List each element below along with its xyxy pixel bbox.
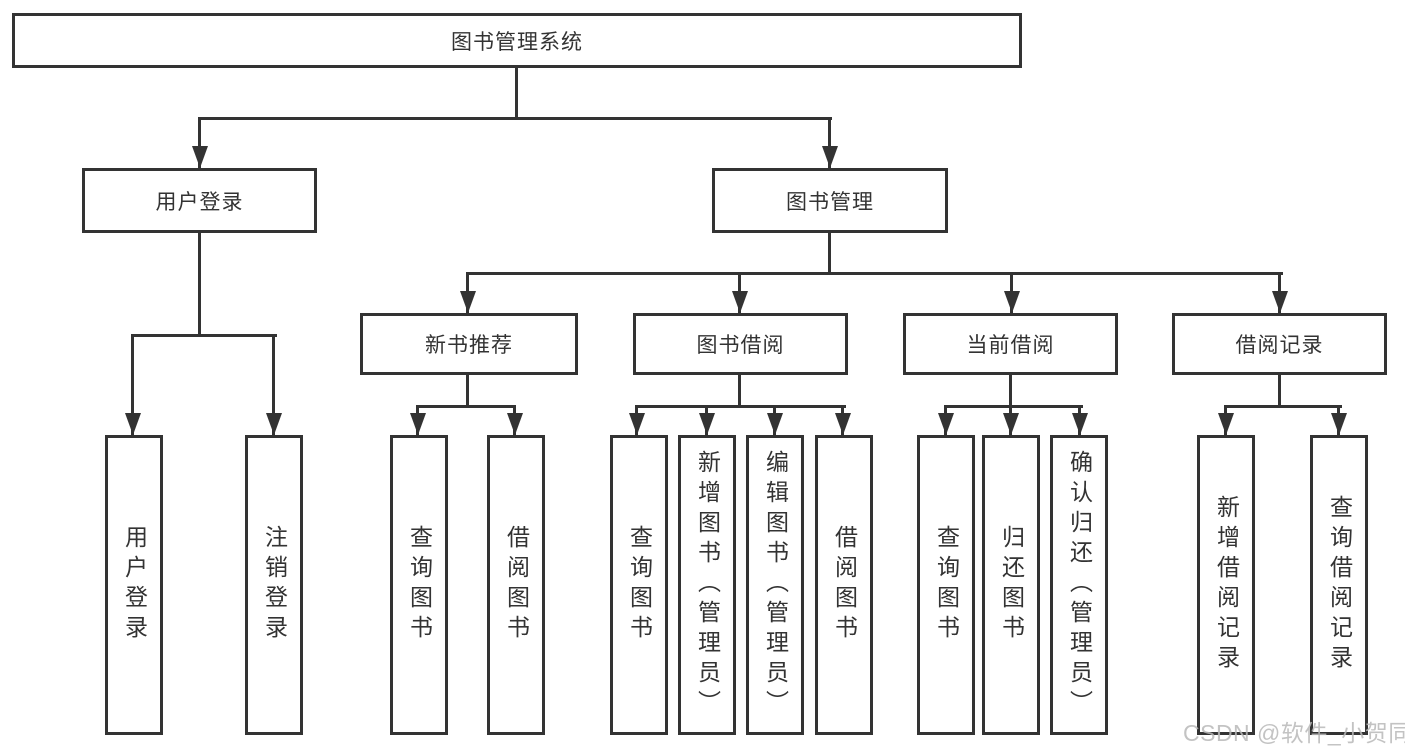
node-borrowing-records: 借阅记录 — [1172, 313, 1387, 375]
arrowhead-down-icon — [1003, 413, 1019, 435]
leaf-bb-query-books: 查询图书 — [610, 435, 668, 735]
leaf-rec-query-books-label: 查询图书 — [406, 525, 433, 645]
arrowhead-down-icon — [822, 146, 838, 168]
connector-line — [466, 375, 469, 408]
arrowhead-down-icon — [507, 413, 523, 435]
connector-line — [828, 117, 831, 168]
leaf-logout: 注销登录 — [245, 435, 303, 735]
leaf-rec-borrow-books: 借阅图书 — [487, 435, 545, 735]
leaf-bb-query-books-label: 查询图书 — [626, 525, 653, 645]
arrowhead-down-icon — [1272, 291, 1288, 313]
connector-line — [1224, 405, 1342, 408]
node-borrowing-records-label: 借阅记录 — [1235, 334, 1324, 357]
leaf-logout-label: 注销登录 — [261, 525, 288, 645]
connector-line — [198, 117, 832, 120]
connector-line — [131, 334, 277, 337]
connector-line — [828, 233, 831, 275]
arrowhead-down-icon — [410, 413, 426, 435]
arrowhead-down-icon — [629, 413, 645, 435]
watermark: CSDN @软件_小贺同学 — [1183, 720, 1405, 746]
node-user-login-label: 用户登录 — [155, 190, 244, 214]
connector-line — [272, 334, 275, 435]
connector-line — [1009, 375, 1012, 408]
arrowhead-down-icon — [1218, 413, 1234, 435]
arrowhead-down-icon — [835, 413, 851, 435]
node-book-management-label: 图书管理 — [786, 190, 874, 214]
connector-line — [944, 405, 1083, 408]
connector-line — [466, 272, 1283, 275]
connector-line — [131, 334, 134, 435]
arrowhead-down-icon — [192, 146, 208, 168]
leaf-bb-edit-books-admin-label: 编辑图书（管理员） — [762, 450, 789, 720]
node-current-borrowing: 当前借阅 — [903, 313, 1118, 375]
connector-line — [635, 405, 846, 408]
connector-line — [416, 405, 516, 408]
node-root-label: 图书管理系统 — [451, 30, 583, 54]
arrowhead-down-icon — [767, 413, 783, 435]
leaf-cb-return-books: 归还图书 — [982, 435, 1040, 735]
leaf-rec-borrow-books-label: 借阅图书 — [503, 525, 530, 645]
connector-line — [198, 233, 201, 337]
arrowhead-down-icon — [699, 413, 715, 435]
leaf-user-login-label: 用户登录 — [121, 525, 148, 645]
node-new-book-recommendation: 新书推荐 — [360, 313, 578, 375]
arrowhead-down-icon — [1331, 413, 1347, 435]
leaf-bb-borrow-books: 借阅图书 — [815, 435, 873, 735]
leaf-cb-return-books-label: 归还图书 — [998, 525, 1025, 645]
arrowhead-down-icon — [125, 413, 141, 435]
leaf-bb-edit-books-admin: 编辑图书（管理员） — [746, 435, 804, 735]
node-root: 图书管理系统 — [12, 13, 1022, 68]
leaf-br-query-record-label: 查询借阅记录 — [1326, 495, 1353, 675]
arrowhead-down-icon — [266, 413, 282, 435]
leaf-bb-add-books-admin-label: 新增图书（管理员） — [694, 450, 721, 720]
connector-line — [1278, 375, 1281, 408]
node-book-management: 图书管理 — [712, 168, 948, 233]
node-user-login: 用户登录 — [82, 168, 317, 233]
connector-line — [738, 375, 741, 408]
leaf-bb-borrow-books-label: 借阅图书 — [831, 525, 858, 645]
leaf-user-login: 用户登录 — [105, 435, 163, 735]
leaf-cb-confirm-return-admin: 确认归还（管理员） — [1050, 435, 1108, 735]
arrowhead-down-icon — [1004, 291, 1020, 313]
leaf-bb-add-books-admin: 新增图书（管理员） — [678, 435, 736, 735]
node-current-borrowing-label: 当前借阅 — [966, 334, 1055, 357]
connector-line — [198, 117, 201, 168]
leaf-cb-query-books-label: 查询图书 — [933, 525, 960, 645]
leaf-rec-query-books: 查询图书 — [390, 435, 448, 735]
node-book-borrowing: 图书借阅 — [633, 313, 848, 375]
connector-line — [515, 68, 518, 120]
leaf-br-query-record: 查询借阅记录 — [1310, 435, 1368, 735]
leaf-br-add-record-label: 新增借阅记录 — [1213, 495, 1240, 675]
node-new-book-recommendation-label: 新书推荐 — [425, 334, 513, 357]
leaf-br-add-record: 新增借阅记录 — [1197, 435, 1255, 735]
arrowhead-down-icon — [938, 413, 954, 435]
arrowhead-down-icon — [1072, 413, 1088, 435]
arrowhead-down-icon — [732, 291, 748, 313]
node-book-borrowing-label: 图书借阅 — [696, 334, 785, 357]
leaf-cb-confirm-return-admin-label: 确认归还（管理员） — [1066, 450, 1093, 720]
leaf-cb-query-books: 查询图书 — [917, 435, 975, 735]
arrowhead-down-icon — [460, 291, 476, 313]
